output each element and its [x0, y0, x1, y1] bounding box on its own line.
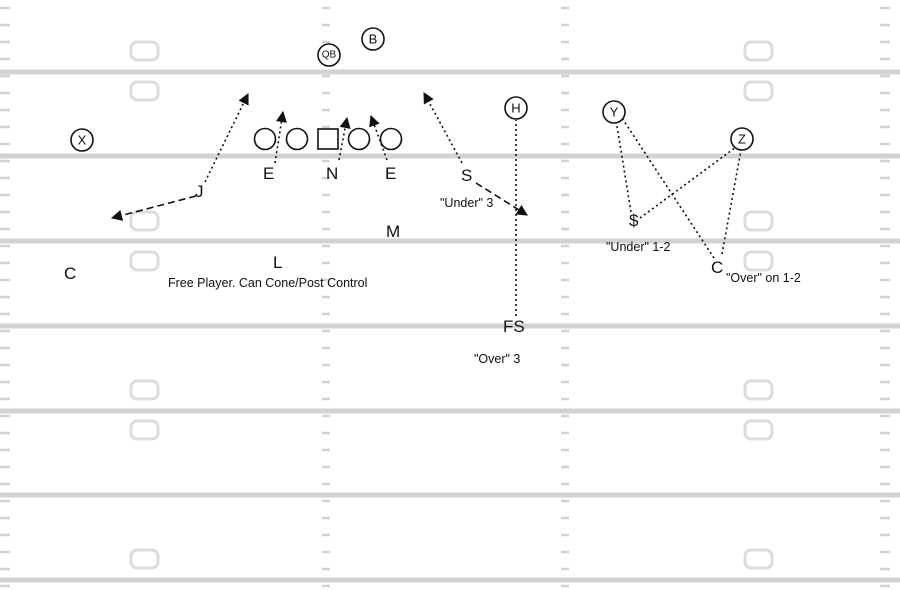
- defender-strong-safety: $: [629, 211, 639, 230]
- jack-drop-path: [110, 195, 197, 221]
- defender-linebacker: L: [273, 253, 282, 272]
- center: [317, 128, 339, 150]
- sam-drop-path: [475, 182, 528, 216]
- player-z: Z: [730, 127, 754, 151]
- player-y-label: Y: [610, 105, 619, 120]
- defense-players: E N E J S M L C C FS $: [64, 164, 723, 336]
- player-b-label: B: [369, 32, 378, 47]
- note-under-3: "Under" 3: [440, 196, 493, 210]
- left-guard: [285, 127, 309, 151]
- yard-lines: [0, 69, 900, 583]
- defender-nose: N: [326, 164, 338, 183]
- strong-safety-to-y-line: [615, 119, 632, 213]
- player-z-label: Z: [738, 132, 746, 147]
- player-qb: QB: [317, 43, 341, 67]
- jack-rush-path: [204, 92, 249, 183]
- defender-corner-right: C: [711, 258, 723, 277]
- defender-corner-left: C: [64, 264, 76, 283]
- player-b: B: [361, 27, 385, 51]
- corner-to-z-line: [721, 149, 742, 255]
- offensive-line: [253, 127, 403, 151]
- note-over-on-1-2: "Over" on 1-2: [726, 271, 801, 285]
- corner-to-y-line: [621, 117, 715, 259]
- hash-marks: [0, 6, 890, 588]
- offense-skill-players: X QB B H Y Z: [70, 27, 754, 152]
- player-y: Y: [602, 100, 626, 124]
- note-under-1-2: "Under" 1-2: [606, 240, 671, 254]
- player-x: X: [70, 128, 94, 152]
- defender-sam: S: [461, 166, 472, 185]
- note-over-3: "Over" 3: [474, 352, 520, 366]
- defender-free-safety: FS: [503, 317, 525, 336]
- strong-safety-to-z-line: [639, 138, 748, 219]
- defender-end-left: E: [263, 164, 274, 183]
- defender-end-right: E: [385, 164, 396, 183]
- assignment-lines: [110, 92, 748, 316]
- player-h: H: [504, 96, 528, 120]
- right-tackle: [379, 127, 403, 151]
- coverage-notes: "Under" 3 "Over" 3 "Under" 1-2 "Over" on…: [168, 196, 801, 366]
- yard-number-boxes: [129, 40, 774, 570]
- player-x-label: X: [78, 133, 87, 148]
- nose-rush: [338, 116, 351, 161]
- right-guard: [347, 127, 371, 151]
- note-free-player: Free Player. Can Cone/Post Control: [168, 276, 367, 290]
- sam-rush-path: [423, 92, 463, 164]
- player-qb-label: QB: [322, 50, 337, 61]
- defender-jack: J: [195, 182, 204, 201]
- end-left-rush: [274, 110, 287, 164]
- left-tackle: [253, 127, 277, 151]
- player-h-label: H: [511, 101, 520, 116]
- defender-mike: M: [386, 222, 400, 241]
